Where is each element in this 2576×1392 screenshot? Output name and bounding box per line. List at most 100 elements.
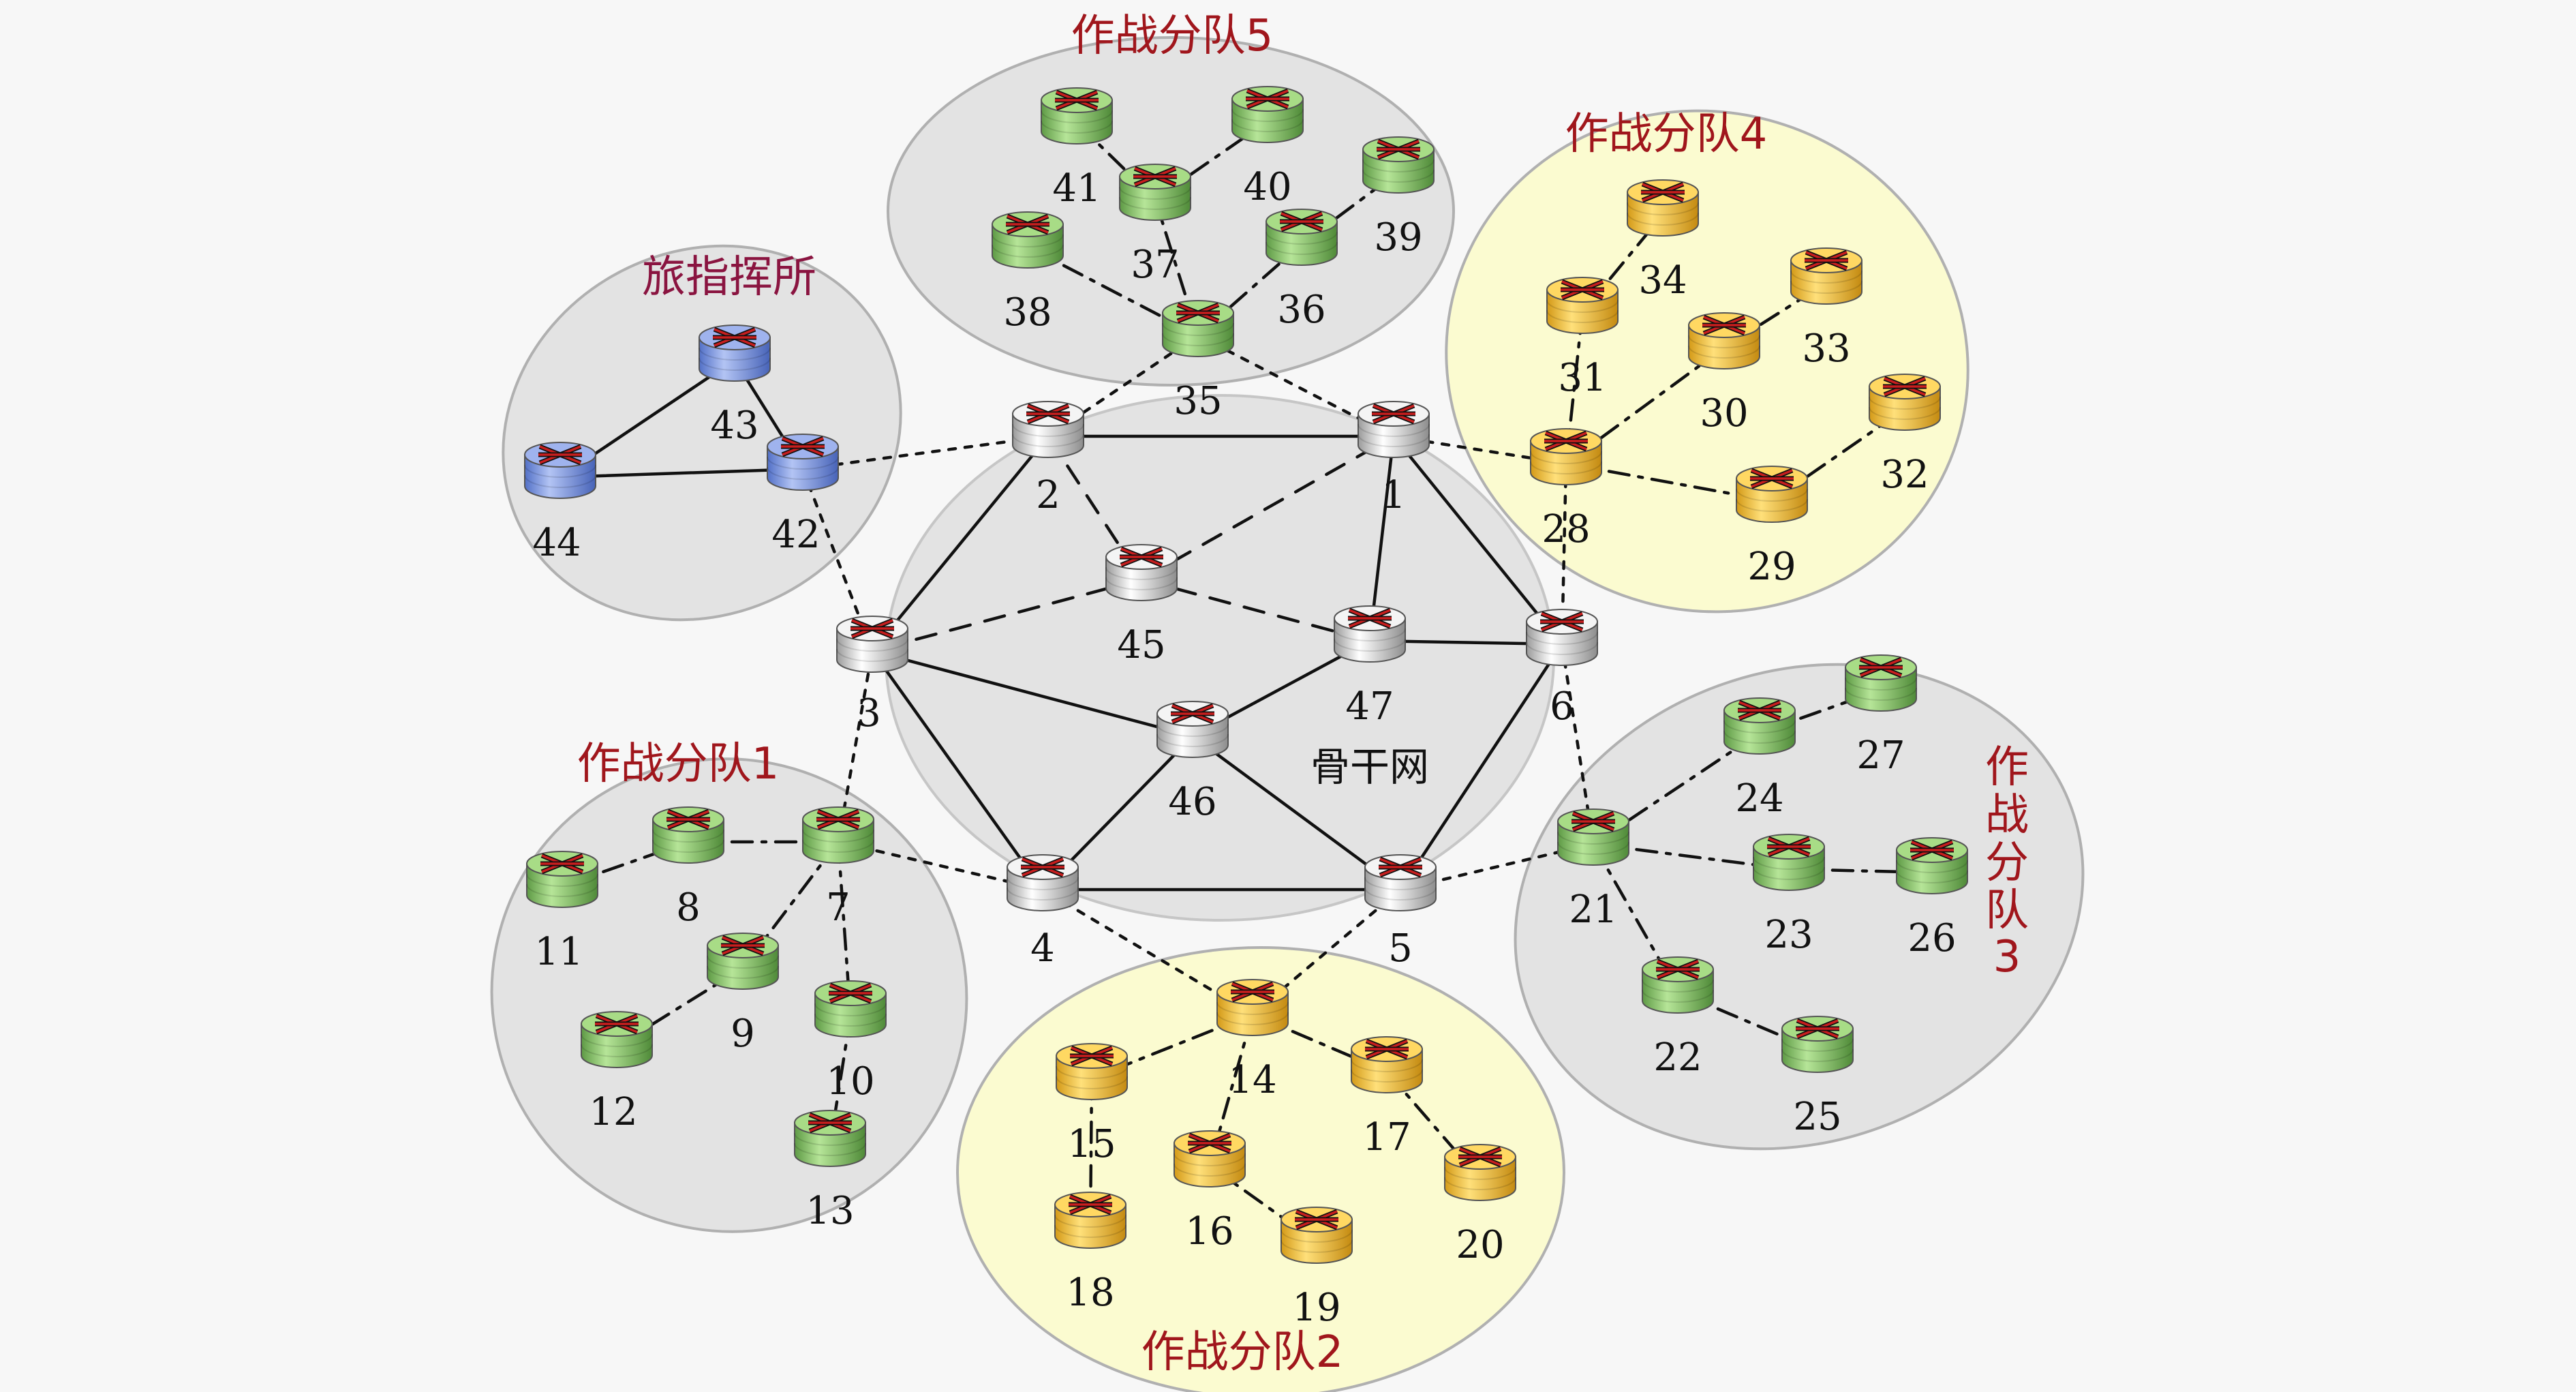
backbone-title: 骨干网	[1310, 744, 1429, 790]
edge-45-1	[1139, 434, 1396, 581]
router-node-7[interactable]: 7	[802, 806, 874, 930]
router-node-28[interactable]: 28	[1530, 428, 1602, 551]
router-node-35[interactable]: 35	[1162, 300, 1234, 423]
node-label-9: 9	[731, 1012, 755, 1056]
router-icon	[524, 442, 596, 499]
team3-title-char-1: 作	[1985, 742, 2029, 793]
node-label-7: 7	[826, 886, 850, 930]
router-node-16[interactable]: 16	[1174, 1130, 1246, 1254]
node-label-37: 37	[1131, 243, 1179, 287]
router-node-44[interactable]: 44	[524, 442, 596, 565]
router-node-18[interactable]: 18	[1054, 1192, 1126, 1315]
node-label-22: 22	[1653, 1035, 1702, 1080]
router-icon	[581, 1011, 653, 1068]
router-node-47[interactable]: 47	[1334, 605, 1406, 729]
router-icon	[1231, 86, 1304, 143]
router-node-23[interactable]: 23	[1753, 834, 1825, 957]
router-icon	[1526, 609, 1598, 666]
node-label-10: 10	[826, 1059, 874, 1104]
edge-5-14	[1251, 888, 1402, 1016]
node-label-43: 43	[710, 404, 758, 448]
edge-1-28	[1392, 434, 1568, 466]
node-label-23: 23	[1764, 913, 1813, 957]
router-node-40[interactable]: 40	[1231, 86, 1304, 209]
router-node-13[interactable]: 13	[794, 1110, 866, 1233]
router-node-25[interactable]: 25	[1781, 1016, 1854, 1139]
router-icon	[1012, 401, 1084, 458]
router-node-30[interactable]: 30	[1688, 312, 1760, 436]
router-node-27[interactable]: 27	[1845, 654, 1917, 778]
router-node-17[interactable]: 17	[1351, 1036, 1423, 1160]
router-node-11[interactable]: 11	[526, 851, 598, 974]
router-icon	[1334, 605, 1406, 663]
node-label-28: 28	[1542, 507, 1590, 551]
node-label-27: 27	[1856, 733, 1905, 778]
router-node-34[interactable]: 34	[1627, 179, 1699, 303]
router-node-15[interactable]: 15	[1056, 1043, 1128, 1166]
router-icon	[767, 434, 839, 491]
router-node-9[interactable]: 9	[707, 933, 779, 1056]
edge-28-31	[1564, 310, 1584, 466]
router-node-5[interactable]: 5	[1364, 854, 1437, 971]
router-icon	[1869, 374, 1941, 431]
router-node-37[interactable]: 37	[1119, 164, 1191, 287]
router-node-42[interactable]: 42	[767, 434, 839, 557]
router-node-32[interactable]: 32	[1869, 374, 1941, 497]
router-icon	[707, 933, 779, 990]
node-label-33: 33	[1802, 327, 1850, 371]
node-label-35: 35	[1174, 379, 1222, 423]
team3-title-char-3: 分	[1985, 838, 2029, 888]
router-icon	[1358, 401, 1430, 458]
router-node-1[interactable]: 1	[1358, 401, 1430, 517]
router-node-2[interactable]: 2	[1012, 401, 1084, 517]
router-icon	[1162, 300, 1234, 357]
router-node-4[interactable]: 4	[1007, 854, 1079, 971]
node-label-39: 39	[1374, 215, 1422, 260]
router-node-29[interactable]: 29	[1736, 466, 1808, 589]
node-label-44: 44	[532, 521, 581, 565]
router-icon	[1736, 466, 1808, 523]
router-node-46[interactable]: 46	[1156, 701, 1229, 824]
router-node-36[interactable]: 36	[1266, 209, 1338, 332]
router-icon	[802, 806, 874, 864]
node-label-40: 40	[1243, 165, 1291, 209]
router-node-22[interactable]: 22	[1642, 956, 1714, 1080]
router-node-10[interactable]: 10	[814, 980, 887, 1104]
router-node-39[interactable]: 39	[1362, 136, 1435, 260]
router-node-45[interactable]: 45	[1105, 544, 1178, 667]
edge-35-37	[1153, 197, 1200, 337]
router-node-12[interactable]: 12	[581, 1011, 653, 1134]
router-node-8[interactable]: 8	[652, 806, 724, 930]
router-node-6[interactable]: 6	[1526, 609, 1598, 729]
router-icon	[1156, 701, 1229, 758]
router-node-20[interactable]: 20	[1444, 1144, 1516, 1267]
router-node-14[interactable]: 14	[1216, 979, 1289, 1102]
node-label-4: 4	[1030, 926, 1055, 971]
router-node-38[interactable]: 38	[992, 211, 1064, 335]
edge-4-3	[870, 649, 1045, 892]
router-icon	[1546, 277, 1619, 334]
edge-9-12	[615, 966, 745, 1048]
router-node-3[interactable]: 3	[836, 616, 908, 736]
router-icon	[1723, 697, 1796, 755]
edge-3-2	[870, 434, 1050, 653]
router-icon	[1896, 837, 1968, 894]
router-node-21[interactable]: 21	[1557, 808, 1629, 932]
router-icon	[1105, 544, 1178, 601]
router-icon	[1119, 164, 1191, 221]
node-label-32: 32	[1880, 453, 1929, 497]
router-node-31[interactable]: 31	[1546, 277, 1619, 400]
router-node-26[interactable]: 26	[1896, 837, 1968, 960]
router-node-43[interactable]: 43	[699, 324, 771, 448]
node-label-14: 14	[1228, 1058, 1276, 1102]
router-node-19[interactable]: 19	[1281, 1207, 1353, 1330]
node-label-24: 24	[1735, 776, 1783, 821]
router-node-41[interactable]: 41	[1041, 87, 1113, 211]
router-node-24[interactable]: 24	[1723, 697, 1796, 821]
router-node-33[interactable]: 33	[1790, 247, 1862, 371]
team2-title: 作战分队2	[1141, 1327, 1344, 1378]
team1-title: 作战分队1	[577, 739, 780, 789]
team3-title-char-5: 3	[1993, 932, 2021, 982]
router-icon	[1056, 1043, 1128, 1100]
